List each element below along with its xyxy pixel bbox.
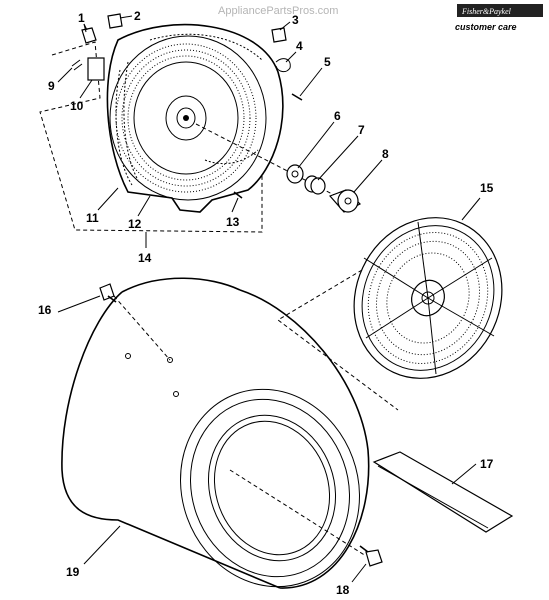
part-2-thermostat (107, 13, 123, 29)
callout-17: 17 (480, 457, 494, 471)
callout-9: 9 (48, 79, 55, 93)
part-18-screw (359, 545, 383, 567)
leader-lines (57, 15, 481, 583)
callout-3: 3 (292, 13, 299, 27)
part-13-screw (233, 191, 243, 199)
part-19-drum (61, 277, 370, 589)
callouts: 1 2 3 4 5 6 7 8 9 10 11 12 13 14 15 16 1… (38, 9, 494, 597)
callout-1: 1 (78, 11, 85, 25)
rear-bulkhead (106, 23, 284, 213)
callout-13: 13 (226, 215, 240, 229)
callout-5: 5 (324, 55, 331, 69)
brand-logo: Fisher&Paykel customer care (455, 4, 543, 32)
watermark-text: AppliancePartsPros.com (218, 5, 338, 17)
callout-14: 14 (138, 251, 152, 265)
callout-10: 10 (70, 99, 84, 113)
part-4-clip (275, 58, 291, 73)
part-6-bearing (286, 164, 304, 184)
callout-6: 6 (334, 109, 341, 123)
part-10-bracket (87, 57, 105, 81)
callout-8: 8 (382, 147, 389, 161)
part-9-spring (71, 59, 83, 71)
part-7-washer (304, 175, 326, 195)
callout-11: 11 (86, 211, 99, 225)
callout-18: 18 (336, 583, 350, 597)
callout-12: 12 (128, 217, 142, 231)
part-16-screw (99, 283, 117, 303)
screw-16-line (113, 295, 171, 361)
part-8-shaft (328, 189, 362, 213)
part-1-thermostat (81, 23, 97, 44)
part-3-thermostat (271, 27, 287, 43)
part-15-rear-disc (353, 217, 503, 379)
callout-19: 19 (66, 565, 80, 579)
part-5-screw (291, 93, 303, 101)
callout-15: 15 (480, 181, 494, 195)
brand-line-2: customer care (455, 22, 517, 32)
brand-line-1: Fisher&Paykel (461, 7, 512, 16)
callout-4: 4 (296, 39, 303, 53)
callout-2: 2 (134, 9, 141, 23)
disc-to-drum-line (277, 269, 399, 411)
part-17-felt-strip (372, 451, 514, 533)
screw-18-line (229, 469, 367, 557)
callout-7: 7 (358, 123, 365, 137)
callout-16: 16 (38, 303, 52, 317)
assembly-14-boundary (39, 41, 263, 233)
